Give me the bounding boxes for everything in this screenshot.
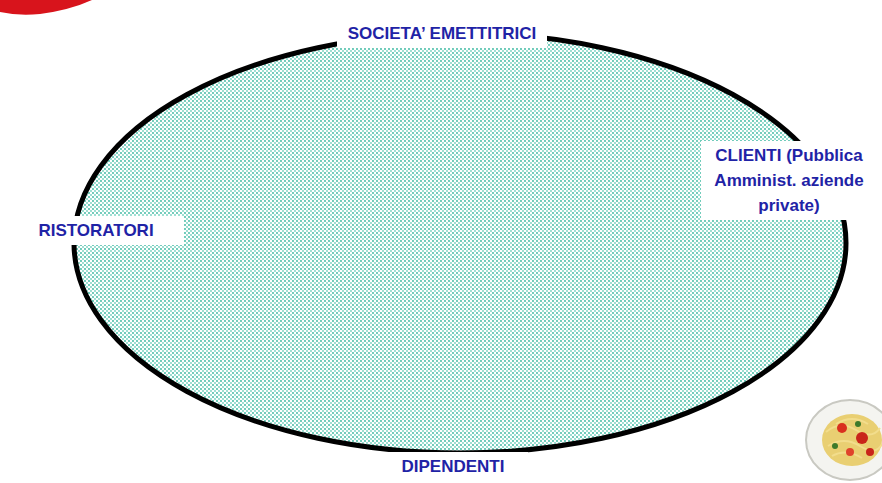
ellipse-outline — [74, 33, 846, 453]
client-label: CLIENTI (Pubblica Amminist. aziende priv… — [701, 141, 877, 220]
employee-label: DIPENDENTI — [378, 452, 528, 481]
pasta-plate — [806, 400, 882, 480]
issuer-label: SOCIETA’ EMETTITRICI — [337, 19, 547, 48]
logo-fragment — [0, 0, 92, 15]
restaurant-label: RISTORATORI — [8, 216, 184, 245]
